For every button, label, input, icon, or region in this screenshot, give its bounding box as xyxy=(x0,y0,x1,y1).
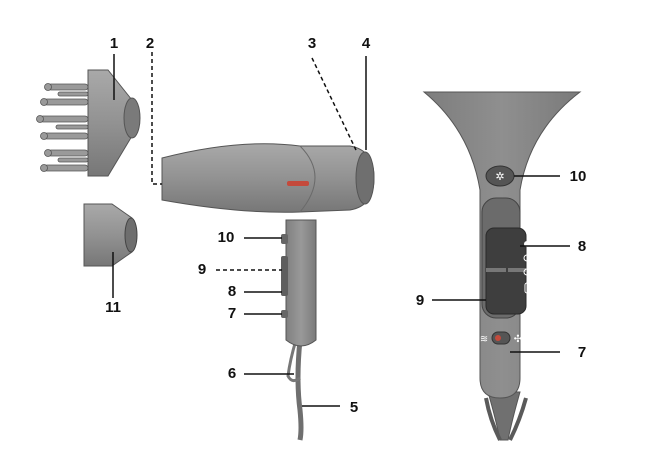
hair-dryer-control-view: ✲ 2 1 0 ✻ ≋ ✣ xyxy=(422,91,582,441)
ionic-button xyxy=(281,310,288,318)
callout-1: 1 xyxy=(110,35,118,52)
leader-lines xyxy=(112,52,570,407)
callout-10-right: 10 xyxy=(570,168,587,185)
speed-level-1: 1 xyxy=(472,255,478,266)
callout-2: 2 xyxy=(146,35,154,52)
callout-6: 6 xyxy=(228,365,236,382)
diffuser-fingers xyxy=(36,83,89,172)
callout-3: 3 xyxy=(308,35,316,52)
side-switch-panel xyxy=(281,256,288,296)
speed-level-2: 2 xyxy=(472,240,478,251)
cool-shot-button xyxy=(281,234,288,244)
speed-level-0: 0 xyxy=(472,270,478,281)
callout-11: 11 xyxy=(105,299,121,316)
ion-icon: ✣ xyxy=(514,334,522,345)
callout-7-right: 7 xyxy=(578,344,586,361)
hair-dryer-side-view xyxy=(161,143,375,441)
callout-7-left: 7 xyxy=(228,305,236,322)
callout-8-right: 8 xyxy=(578,238,586,255)
concentrator-nozzle xyxy=(83,203,138,267)
thermometer-icon xyxy=(524,282,530,294)
callout-4: 4 xyxy=(362,35,371,52)
callout-labels: 1 2 3 4 10 9 8 7 6 5 11 10 8 9 7 xyxy=(105,35,586,416)
callout-5: 5 xyxy=(350,399,358,416)
airflow-icon: ≋ xyxy=(480,334,488,345)
callout-9-right: 9 xyxy=(416,292,424,309)
heat-low-icon xyxy=(523,268,531,276)
status-light xyxy=(287,181,309,186)
callout-10-left: 10 xyxy=(218,229,235,246)
snowflake-icon: ✲ xyxy=(495,170,504,183)
callout-8-left: 8 xyxy=(228,283,236,300)
diffuser-attachment xyxy=(36,69,141,177)
fan-icon: ✻ xyxy=(471,286,479,297)
callout-9-left: 9 xyxy=(198,261,206,278)
